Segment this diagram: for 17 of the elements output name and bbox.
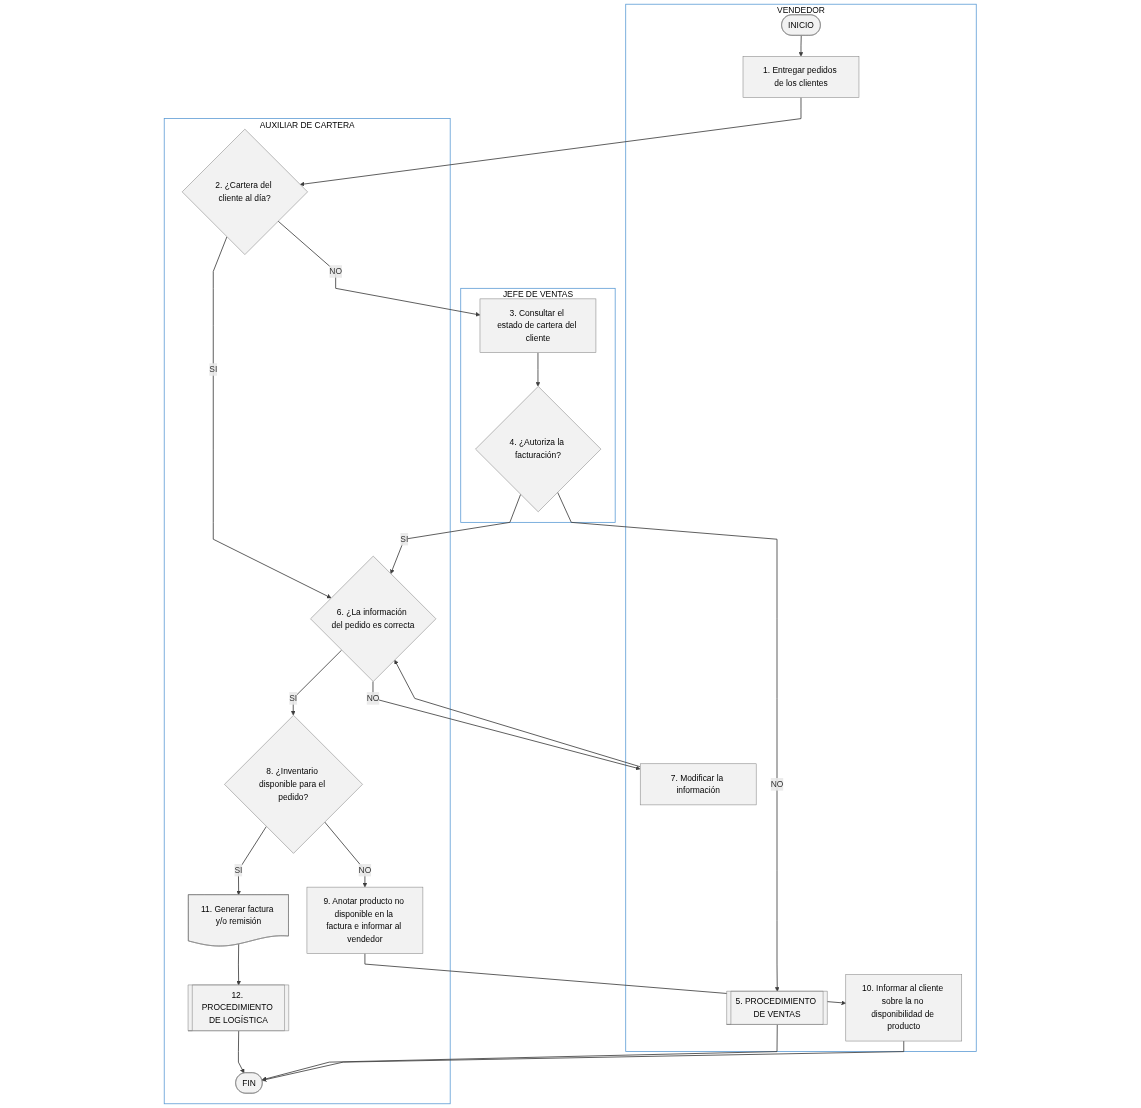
node-diamond: 2. ¿Cartera del cliente al día? [182,128,309,255]
node-box: 9. Anotar producto no disponible en la factura e informar al vendedor [306,886,424,954]
node-box: 3. Consultar el estado de cartera del cliente [479,298,597,353]
edge-label: SI [289,693,298,703]
edge-label: SI [234,865,243,875]
edge-label: NO [329,266,343,276]
edge-label: SI [209,364,218,374]
edge-label: NO [366,693,380,703]
node-diamond: 4. ¿Autoriza la facturación? [475,386,602,513]
edge-label: NO [770,779,784,789]
node-diamond: 6. ¿La información del pedido es correcta [310,555,437,682]
node-box: 7. Modificar la información [640,763,757,806]
node-diamond: 8. ¿Inventario disponible para el pedido? [224,715,364,854]
node-box: 1. Entregar pedidos de los clientes [743,56,860,98]
node-box: 10. Informar al cliente sobre la no disponibilidad de producto [845,974,963,1042]
edge-label: NO [358,865,372,875]
edge-label: SI [400,534,409,544]
